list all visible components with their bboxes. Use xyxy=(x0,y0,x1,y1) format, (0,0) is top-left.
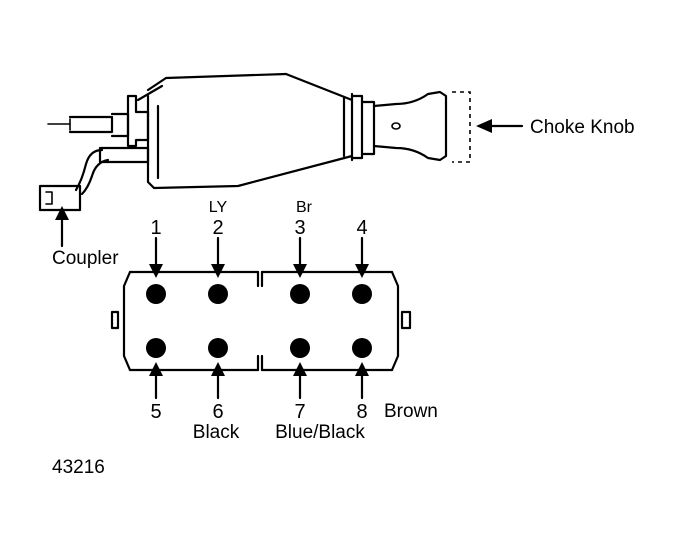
pin-1-number: 1 xyxy=(150,217,161,239)
coupler-label: Coupler xyxy=(52,248,119,269)
pin-2 xyxy=(208,284,228,304)
pin-7 xyxy=(290,338,310,358)
figure-number: 43216 xyxy=(52,457,105,478)
pin-2-number: 2 xyxy=(212,217,223,239)
pin-8-number: 8 xyxy=(356,401,367,423)
coupler xyxy=(38,184,82,248)
pin-7-number: 7 xyxy=(294,401,305,423)
pin-6-wire-color: Black xyxy=(193,422,240,443)
coupler-wire xyxy=(74,148,110,196)
pin-7-wire-color: Blue/Black xyxy=(275,422,365,443)
pin-8-wire-color: Brown xyxy=(384,401,438,422)
bottom-pin-arrows xyxy=(149,362,369,400)
pin-3-number: 3 xyxy=(294,217,305,239)
pin-6 xyxy=(208,338,228,358)
choke-knob-label: Choke Knob xyxy=(530,117,635,138)
pin-4 xyxy=(352,284,372,304)
top-pin-arrows xyxy=(149,236,369,278)
pin-5 xyxy=(146,338,166,358)
pin-5-number: 5 xyxy=(150,401,161,423)
pin-3 xyxy=(290,284,310,304)
pin-2-wire-color: LY xyxy=(209,199,228,216)
connector-face xyxy=(110,270,412,372)
pin-8 xyxy=(352,338,372,358)
pin-3-wire-color: Br xyxy=(296,199,313,216)
pin-4-number: 4 xyxy=(356,217,367,239)
pin-6-number: 6 xyxy=(212,401,223,423)
choke-switch-body xyxy=(47,72,524,190)
pin-1 xyxy=(146,284,166,304)
